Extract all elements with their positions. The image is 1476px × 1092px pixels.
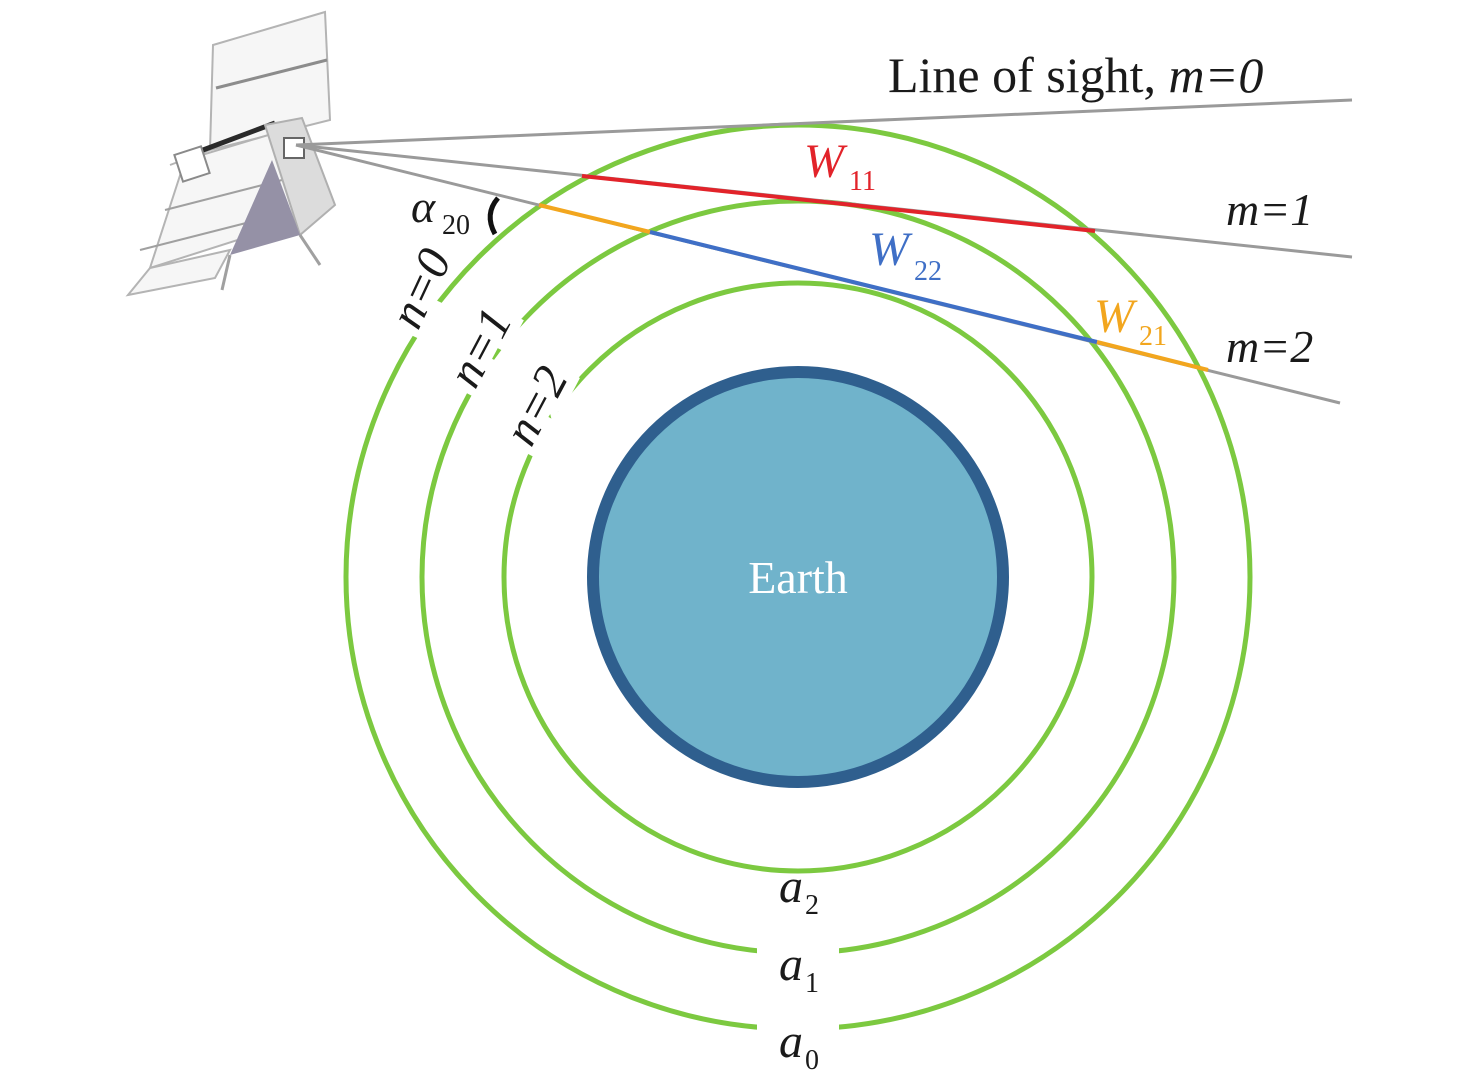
line-of-sight-m0 — [295, 98, 1353, 147]
gap-a1 — [757, 948, 839, 1008]
svg-text:a: a — [779, 938, 803, 991]
satellite-icon — [125, 10, 337, 297]
svg-text:2: 2 — [805, 890, 819, 921]
svg-text:1: 1 — [805, 968, 819, 999]
label-w21: W 21 — [1094, 290, 1167, 352]
svg-text:W: W — [804, 135, 848, 188]
line-of-sight-title: Line of sight, m=0 — [888, 47, 1263, 103]
svg-text:20: 20 — [442, 210, 470, 241]
label-a0: a 0 — [779, 1015, 819, 1076]
svg-text:α: α — [411, 181, 436, 232]
svg-text:n=2: n=2 — [494, 358, 579, 454]
label-w11: W 11 — [804, 135, 876, 197]
label-m2: m=2 — [1226, 321, 1313, 372]
segment-w20 — [538, 203, 651, 234]
label-a2: a 2 — [779, 860, 819, 921]
earth-disk — [587, 366, 1009, 788]
label-n1: n=1 n=1 — [429, 292, 531, 403]
svg-text:W: W — [1094, 290, 1138, 343]
label-a1: a 1 — [779, 938, 819, 999]
svg-text:11: 11 — [849, 166, 876, 197]
svg-text:22: 22 — [914, 256, 942, 287]
label-w22: W 22 — [869, 223, 942, 287]
label-alpha20: α 20 — [411, 181, 470, 241]
gap-a0 — [757, 1024, 839, 1087]
svg-text:n=1: n=1 — [438, 300, 523, 396]
shell-n2 — [501, 280, 1095, 874]
svg-text:n=0: n=0 — [380, 241, 462, 336]
segment-w21 — [1096, 340, 1209, 372]
svg-text:a: a — [779, 1015, 803, 1068]
svg-text:0: 0 — [805, 1045, 819, 1076]
svg-text:21: 21 — [1139, 321, 1167, 352]
gap-a2 — [757, 874, 839, 930]
earth-label: Earth — [748, 552, 848, 603]
svg-text:a: a — [779, 860, 803, 913]
label-m1: m=1 — [1226, 184, 1313, 235]
label-n0: n=0 n=0 — [371, 233, 471, 343]
label-n2: n=2 n=2 — [485, 350, 587, 461]
segment-w22 — [649, 230, 1098, 344]
angle-arc — [487, 196, 500, 236]
svg-text:W: W — [869, 223, 913, 276]
segment-w11 — [581, 174, 1096, 233]
